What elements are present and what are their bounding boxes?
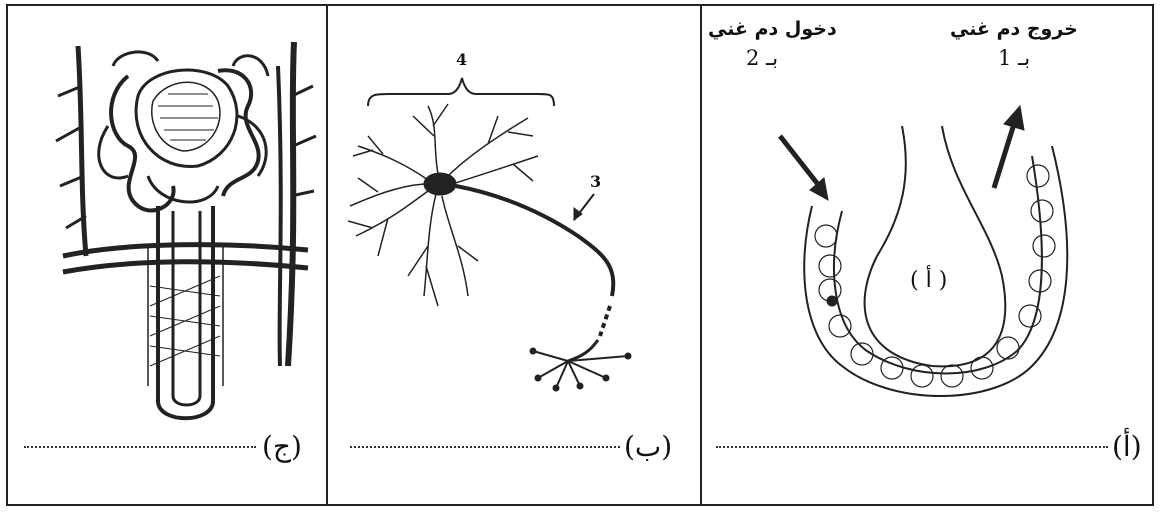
answer-line-c[interactable]	[24, 446, 256, 448]
blood-exit-text: خروج دم غني	[950, 18, 1078, 40]
alveolus-center-label: ( أ )	[910, 268, 947, 293]
label-3: 3	[590, 172, 601, 191]
label-4: 4	[456, 50, 467, 69]
alveolus-drawing	[702, 6, 1156, 506]
answer-line-a[interactable]	[716, 446, 1108, 448]
panel-alveolus: خروج دم غني بـ 1 دخول دم غني بـ 2 ( أ ) …	[700, 4, 1154, 506]
blood-exit-sub: بـ 1	[998, 46, 1030, 70]
answer-line-b[interactable]	[350, 446, 620, 448]
blood-entry-text: دخول دم غني	[708, 18, 837, 40]
panel-nephron: (ج)	[6, 4, 328, 506]
label-a: (أ)	[1112, 430, 1142, 463]
panel-neuron: 4 3 (ب)	[326, 4, 702, 506]
blood-entry-sub: بـ 2	[746, 46, 778, 70]
label-c: (ج)	[262, 430, 302, 463]
label-b: (ب)	[624, 430, 672, 463]
